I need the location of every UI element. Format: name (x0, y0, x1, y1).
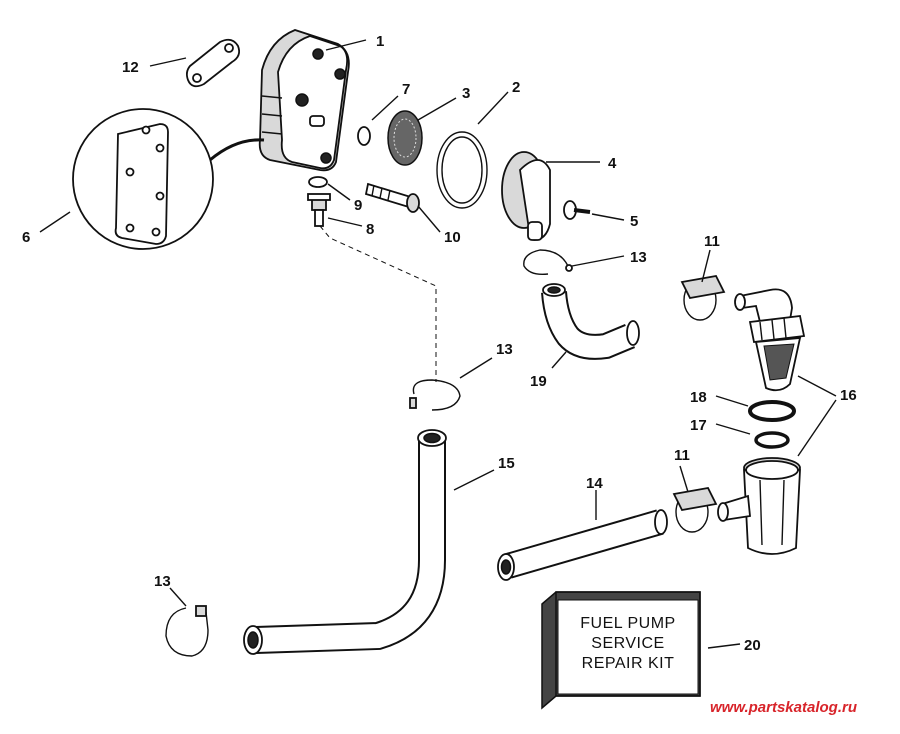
callout-10: 10 (444, 229, 461, 246)
kit-label-line1: FUEL PUMP (580, 615, 675, 632)
part-6-gasket-detail (72, 108, 265, 250)
watermark-text: www.partskatalog.ru (710, 699, 857, 716)
callout-8: 8 (366, 221, 374, 238)
part-10-bolt (364, 182, 420, 213)
callout-14: 14 (586, 475, 603, 492)
callout-20: 20 (744, 637, 761, 654)
callout-13-lower: 13 (154, 573, 171, 590)
assembly-dashed-line (319, 225, 437, 382)
part-18-seal (748, 400, 796, 422)
callout-16: 16 (840, 387, 857, 404)
kit-label-line2: SERVICE (591, 635, 664, 652)
callout-6: 6 (22, 229, 30, 246)
callout-13-middle: 13 (496, 341, 513, 358)
callout-3: 3 (462, 85, 470, 102)
callout-9: 9 (354, 197, 362, 214)
part-2-large-o-ring (436, 131, 488, 209)
callout-11-lower: 11 (674, 447, 690, 464)
callout-13-upper: 13 (630, 249, 647, 266)
part-7-small-o-ring (357, 126, 371, 146)
callout-17: 17 (690, 417, 707, 434)
callout-12: 12 (122, 59, 139, 76)
callout-numbers: 1 2 3 4 5 6 7 8 9 10 11 11 12 13 13 13 1… (22, 33, 857, 654)
part-15-long-hose (243, 429, 447, 655)
part-8-fitting (307, 193, 331, 227)
callout-1: 1 (376, 33, 384, 50)
part-20-repair-kit-box: FUEL PUMP SERVICE REPAIR KIT (541, 591, 701, 710)
part-13-clip-upper (523, 249, 573, 276)
part-5-screw (563, 200, 591, 220)
part-13-clip-middle (409, 379, 461, 411)
part-3-filter-screen (387, 110, 423, 166)
callout-19: 19 (530, 373, 547, 390)
leader-lines (39, 39, 837, 649)
kit-label-line3: REPAIR KIT (582, 655, 675, 672)
callout-11-upper: 11 (704, 233, 720, 250)
part-11-clamp-upper (680, 274, 726, 321)
part-19-curved-hose (541, 283, 640, 360)
callout-7: 7 (402, 81, 410, 98)
part-13-clip-lower (165, 605, 209, 657)
callout-15: 15 (498, 455, 515, 472)
callout-2: 2 (512, 79, 520, 96)
callout-18: 18 (690, 389, 707, 406)
callout-4: 4 (608, 155, 617, 172)
part-16-filter-assembly (717, 288, 806, 555)
part-9-washer (308, 176, 328, 188)
part-11-clamp-lower (672, 486, 718, 533)
part-12-gasket-plate (185, 38, 241, 88)
part-14-short-hose (497, 509, 668, 581)
callout-5: 5 (630, 213, 638, 230)
part-1-fuel-pump-body (258, 29, 350, 172)
part-4-pump-cover (501, 151, 551, 241)
part-17-seal (754, 431, 790, 449)
